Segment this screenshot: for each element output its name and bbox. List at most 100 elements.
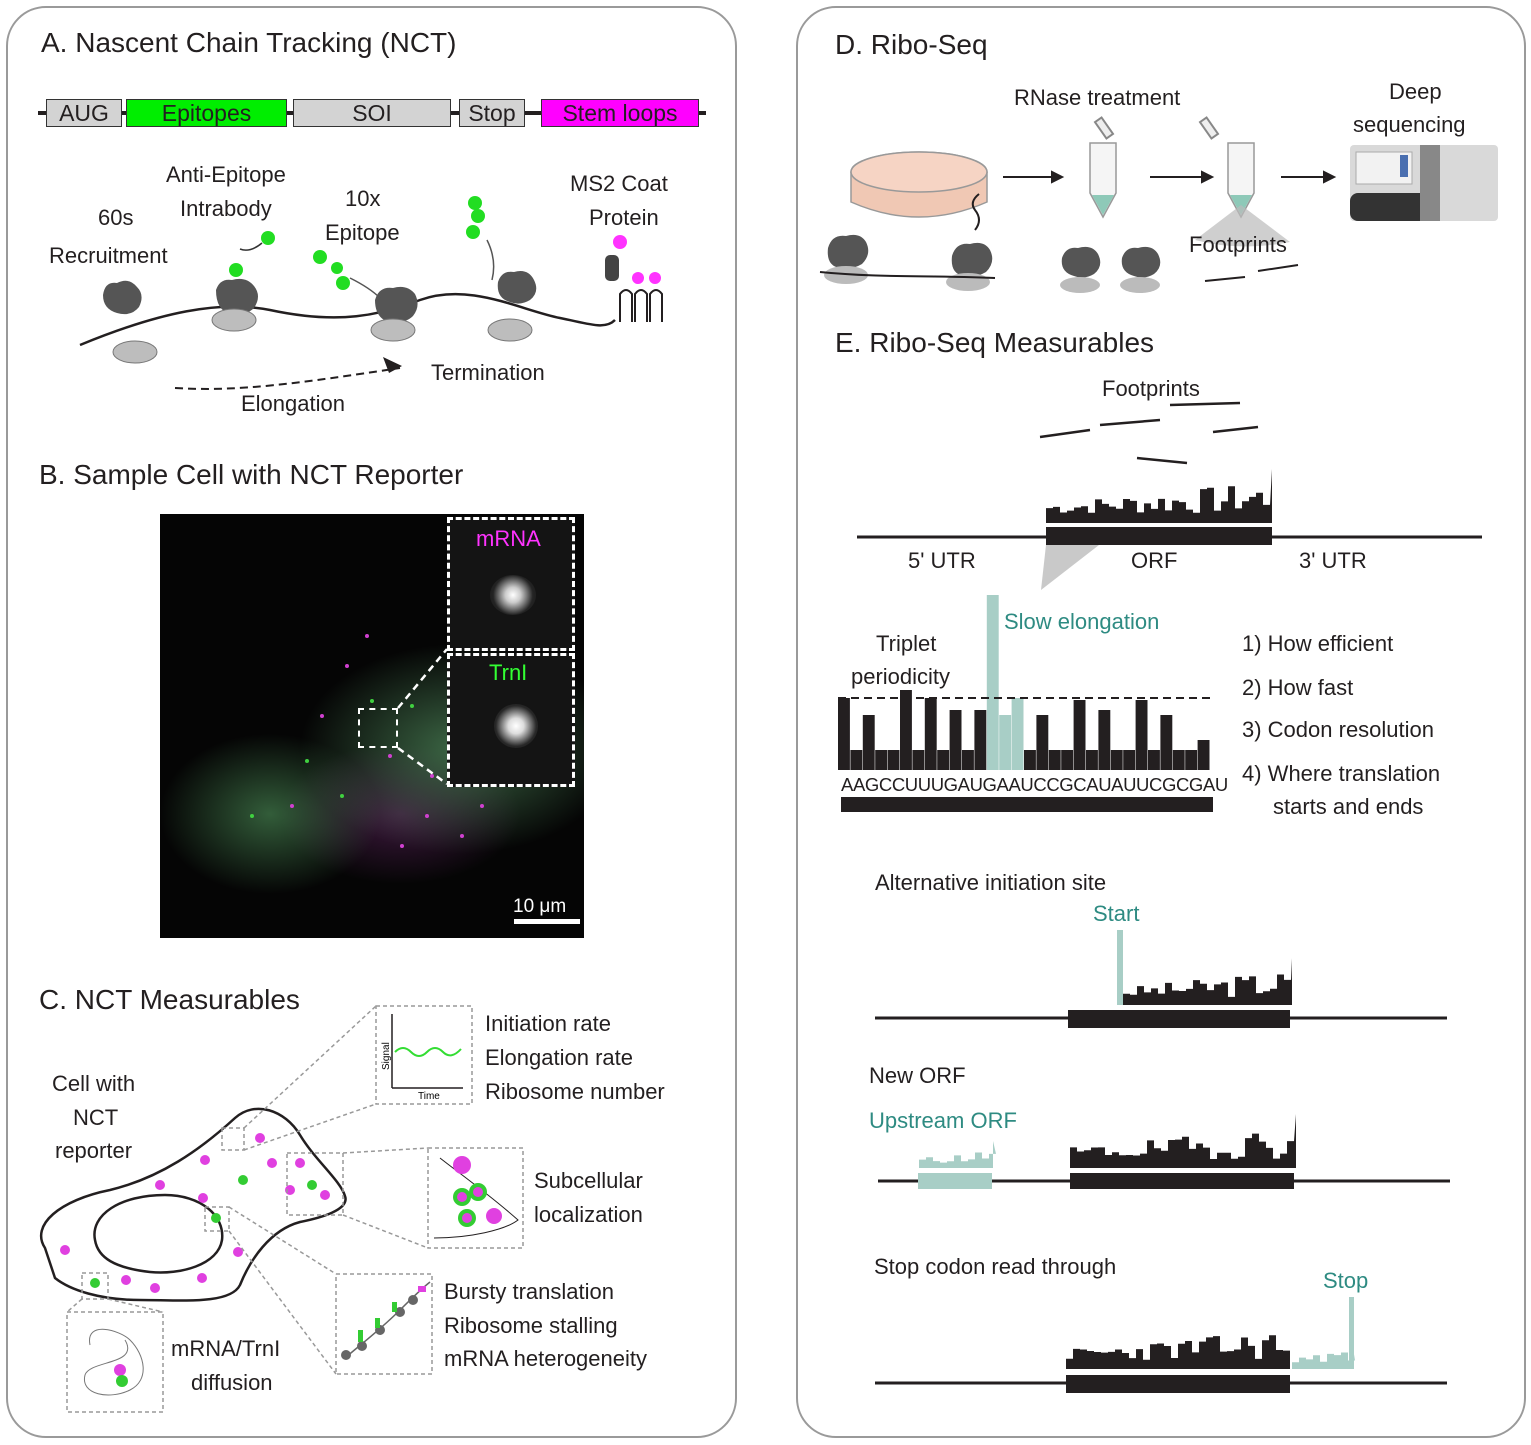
inset-mrna (447, 517, 575, 651)
periodicity-bar (924, 698, 937, 770)
fluorescent-speck (320, 714, 324, 718)
periodicity-bar (1148, 750, 1160, 770)
panel-c-title: C. NCT Measurables (39, 984, 300, 1015)
plot-xlabel: Time (418, 1091, 440, 1102)
periodicity-bar (986, 595, 999, 770)
readthrough-profile (1066, 1311, 1290, 1369)
periodicity-bar (838, 698, 850, 770)
label-anti-epitope: Anti-Epitope (166, 162, 286, 187)
periodicity-bar (974, 710, 987, 770)
periodicity-bar (1073, 700, 1086, 770)
label-epitope: Epitope (325, 220, 400, 245)
panel-b-title: B. Sample Cell with NCT Reporter (39, 459, 464, 490)
list-item-4b: starts and ends (1273, 794, 1424, 819)
readthrough-orf-block (1066, 1375, 1290, 1393)
small-subunit-icon (112, 308, 533, 364)
zoom-region-box (358, 708, 398, 748)
readthrough-extension (1292, 1339, 1355, 1369)
footprint-cone (1195, 205, 1290, 247)
diffusion-track (84, 1328, 144, 1396)
subcellular-2: localization (534, 1202, 643, 1227)
triplet-label-2: periodicity (851, 664, 951, 689)
ribosome-icon (103, 271, 537, 323)
footprint-profile (1046, 463, 1272, 523)
small-subunit-icon (824, 266, 1160, 293)
label-recruitment: Recruitment (49, 243, 168, 268)
sequencer-icon (1350, 145, 1498, 221)
deep-label-1: Deep (1389, 79, 1442, 104)
fluorescent-speck (430, 774, 434, 778)
upstream-orf-label: Upstream ORF (869, 1108, 1017, 1133)
polysome-chain-icon (358, 1302, 397, 1342)
periodicity-bar (1172, 750, 1185, 770)
periodicity-bar (1048, 750, 1061, 770)
periodicity-bar (1123, 750, 1136, 770)
periodicity-bar (912, 750, 925, 770)
rate-initiation: Initiation rate (485, 1011, 611, 1036)
footprint-read (1099, 418, 1161, 427)
zoom-cone (1041, 545, 1099, 590)
bursty-1: Bursty translation (444, 1279, 614, 1304)
start-peak (1117, 930, 1123, 1005)
diffusion-1: mRNA/TrnI (171, 1336, 281, 1361)
construct-stem-loops: Stem loops (541, 99, 699, 127)
pipette-icon (1093, 116, 1220, 140)
fluorescent-speck (480, 804, 484, 808)
ribosome-icon (827, 234, 1161, 278)
footprint-read (1136, 456, 1188, 465)
fluorescent-speck (388, 754, 392, 758)
list-item-3: 3) Codon resolution (1242, 717, 1435, 742)
periodicity-bar (949, 710, 962, 770)
mrna-spot-icon (60, 1133, 330, 1293)
intrabody-arrow (239, 242, 263, 251)
panel-e-title: E. Ribo-Seq Measurables (835, 327, 1155, 358)
triplet-label-1: Triplet (876, 631, 937, 656)
periodicity-bar (875, 750, 888, 770)
fluorescent-speck (290, 804, 294, 808)
neworf-profile (1070, 1108, 1296, 1168)
rate-elongation: Elongation rate (485, 1045, 633, 1070)
periodicity-bar (1098, 710, 1111, 770)
label-10x: 10x (345, 186, 381, 211)
footprint-read (1169, 401, 1241, 407)
periodicity-bar (1024, 750, 1036, 770)
plot-ylabel: Signal (381, 1042, 392, 1070)
inset-trnl-label: TrnI (489, 660, 528, 685)
inset-mrna-label: mRNA (476, 526, 541, 551)
periodicity-bar (887, 750, 900, 770)
fluorescent-speck (305, 759, 309, 763)
slow-elongation-label: Slow elongation (1004, 609, 1160, 634)
panel-e-graphics (838, 401, 1482, 1393)
fluorescent-speck (340, 794, 344, 798)
footprint-read (1212, 425, 1259, 434)
diffusion-2: diffusion (191, 1370, 273, 1395)
upstream-profile (919, 1138, 996, 1168)
subcellular-1: Subcellular (534, 1168, 643, 1193)
coat-protein-dimer (605, 255, 619, 281)
fluorescent-speck (250, 814, 254, 818)
colocalized-spot-icon (453, 1156, 502, 1227)
construct-stop: Stop (459, 99, 525, 127)
polysome-ribosome-icon (341, 1295, 418, 1360)
orf-block (1046, 527, 1272, 545)
footprint-fragment-icon (1204, 264, 1299, 282)
list-item-2: 2) How fast (1242, 675, 1354, 700)
label-60s: 60s (98, 205, 134, 230)
stem-loop-icon (619, 289, 663, 322)
panel-d-title: D. Ribo-Seq (835, 29, 988, 60)
new-orf-label: New ORF (869, 1063, 966, 1088)
label-ms2-coat: MS2 Coat (570, 171, 668, 196)
periodicity-bar (1036, 715, 1049, 770)
alt-orf-block (1068, 1010, 1290, 1028)
construct-aug: AUG (46, 99, 122, 127)
stop-peak (1349, 1297, 1354, 1369)
scale-bar (514, 919, 580, 924)
list-item-4: 4) Where translation (1242, 761, 1441, 786)
periodicity-bar (862, 715, 875, 770)
alt-init-label: Alternative initiation site (875, 870, 1107, 895)
periodicity-bar (1197, 740, 1210, 770)
stop-read-label: Stop codon read through (874, 1254, 1117, 1279)
scale-label: 10 μm (513, 896, 567, 917)
cell-label-2: NCT (73, 1105, 119, 1130)
